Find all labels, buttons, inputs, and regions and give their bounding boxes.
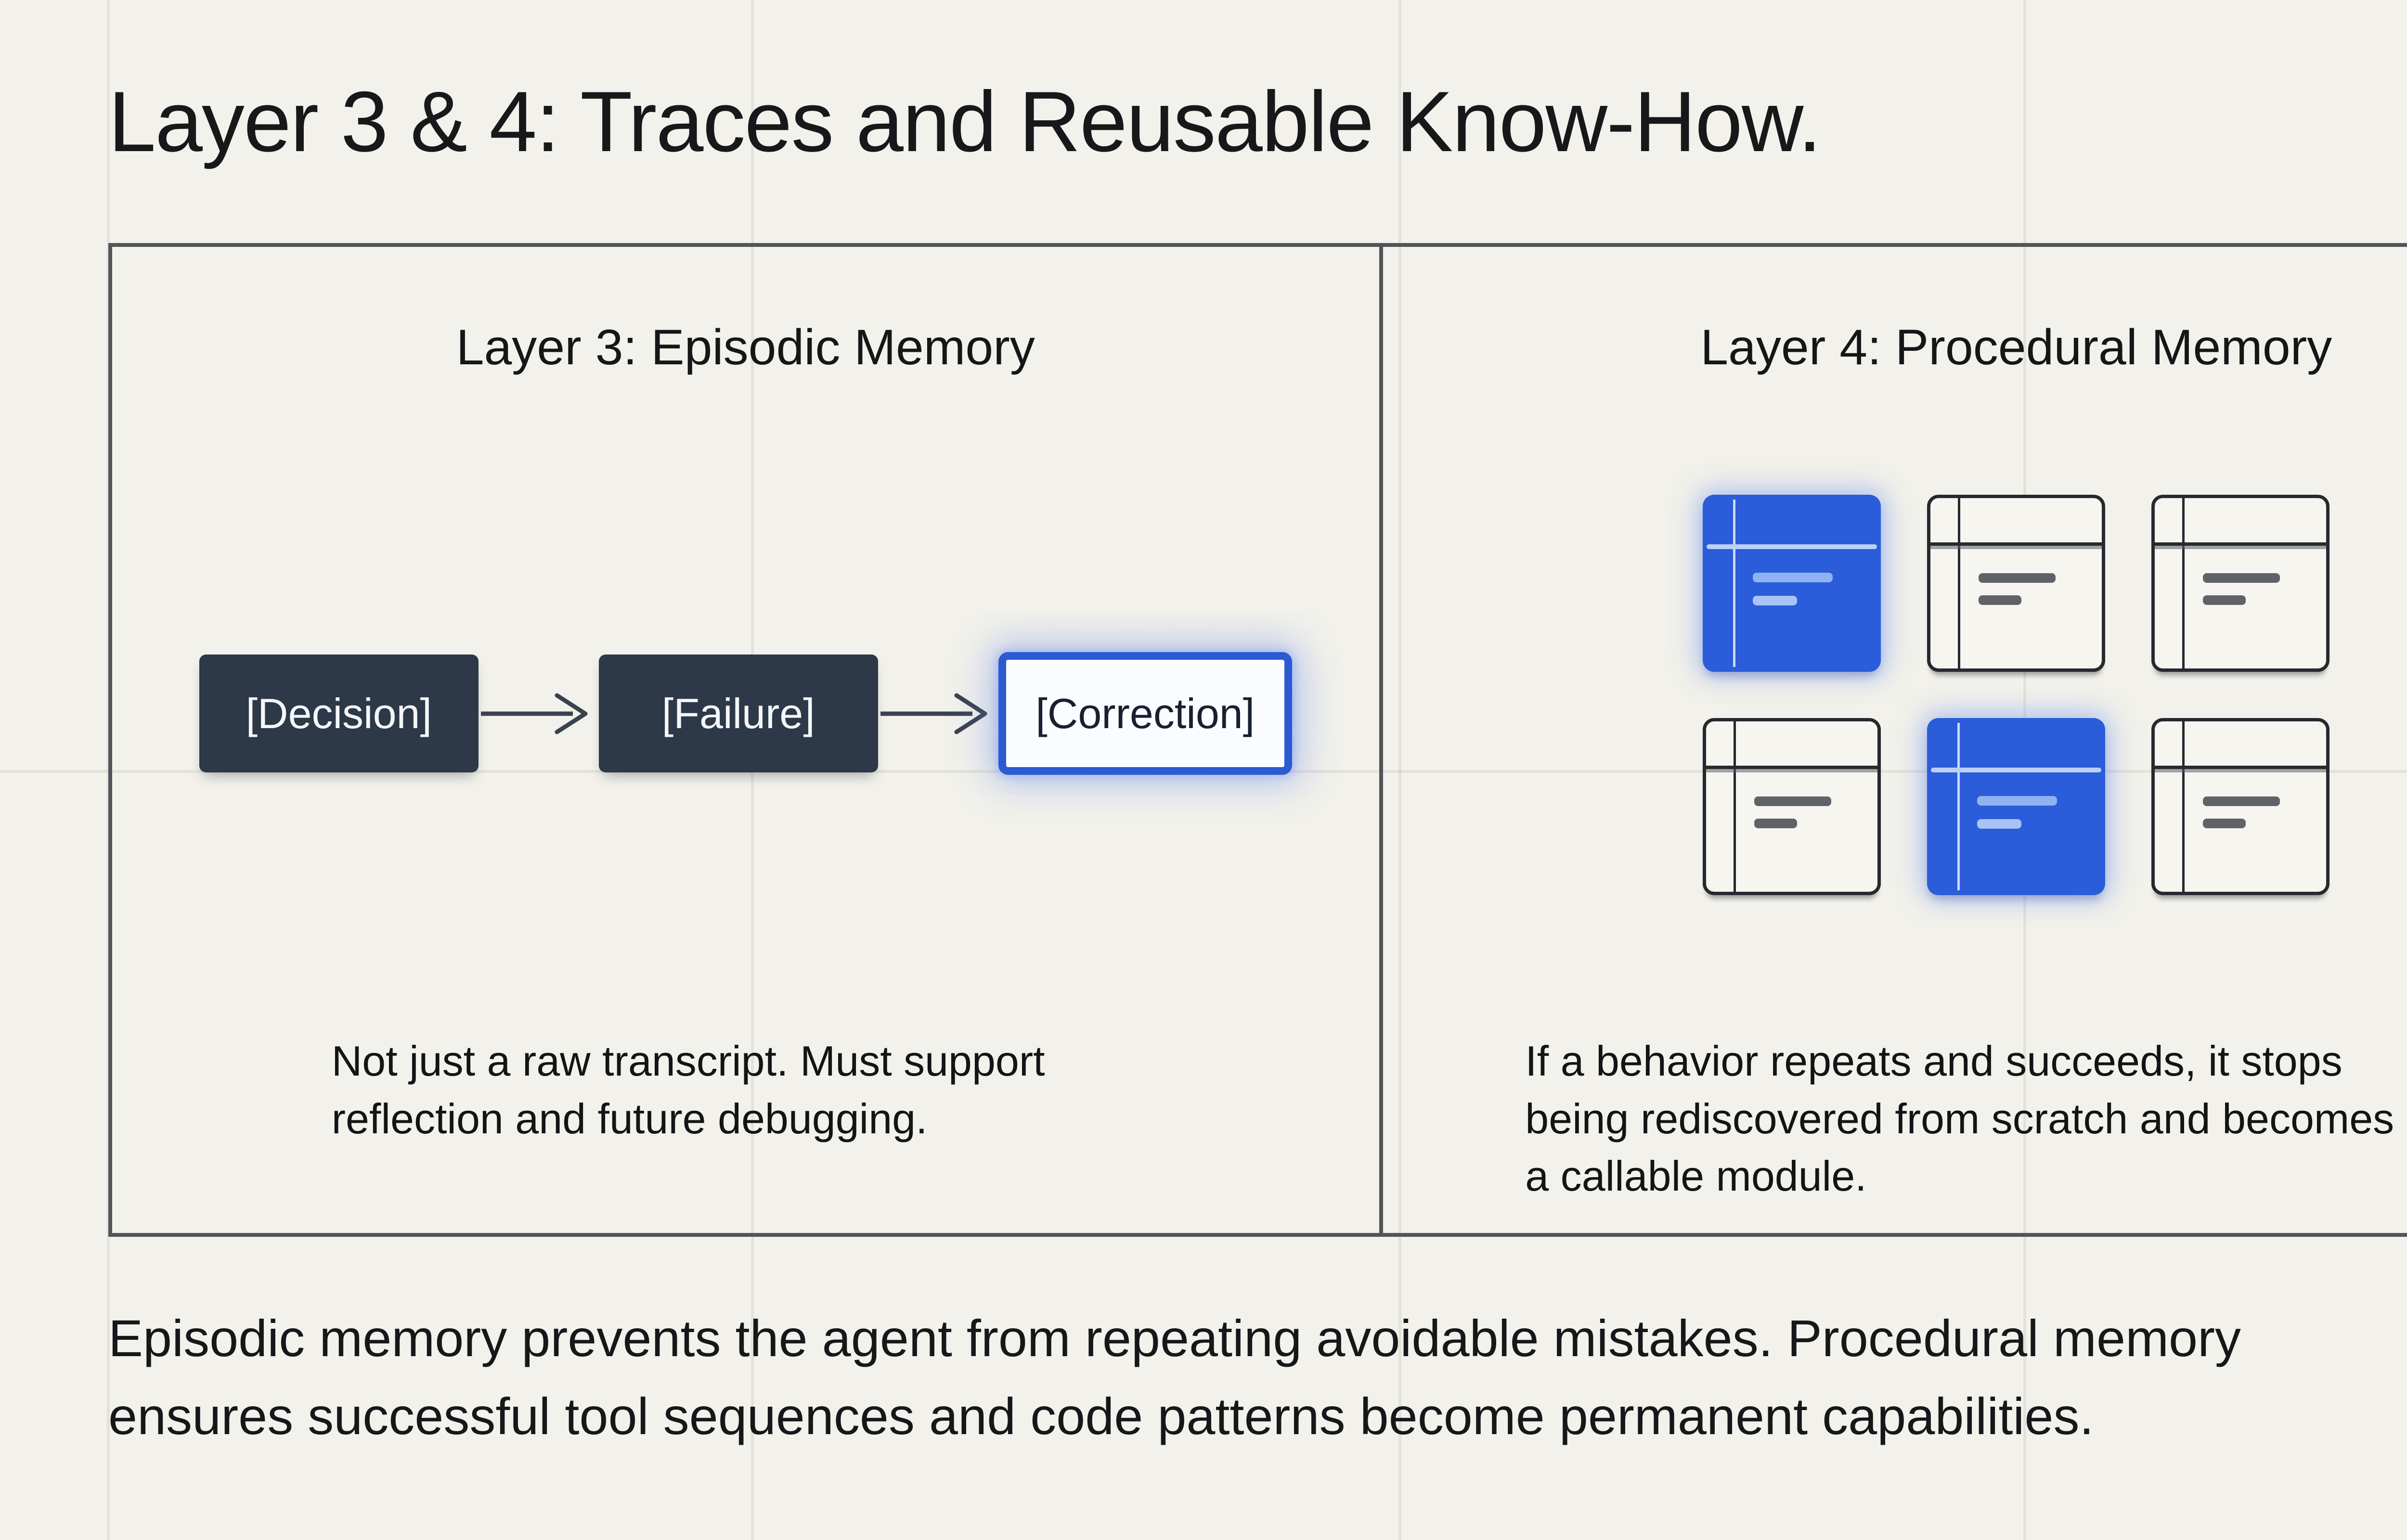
module-card-outline — [2151, 718, 2330, 895]
card-column-divider — [1734, 721, 1736, 892]
card-text-bar-long — [1754, 796, 1832, 806]
module-card-outline — [1927, 495, 2106, 672]
card-text-bar-short — [1752, 595, 1798, 605]
card-column-divider — [2182, 498, 2185, 668]
page-title: Layer 3 & 4: Traces and Reusable Know-Ho… — [108, 74, 1822, 169]
module-card-blue — [1927, 718, 2106, 895]
procedural-caption: If a behavior repeats and succeeds, it s… — [1525, 1037, 2394, 1200]
flow-node-correction: [Correction] — [998, 652, 1292, 775]
cards-grid — [1703, 495, 2330, 895]
module-card-outline — [1703, 718, 1881, 895]
flow-node-failure: [Failure] — [598, 654, 878, 772]
background-gridline — [1398, 0, 1401, 1540]
module-card-blue — [1703, 495, 1881, 672]
card-text-bar-short — [1978, 595, 2021, 605]
card-text-bar-short — [1754, 818, 1797, 828]
card-text-bar-short — [2202, 595, 2246, 605]
card-header-line — [2155, 766, 2327, 770]
card-text-bar-short — [1977, 819, 2022, 829]
card-header-line — [1707, 544, 1877, 550]
card-text-bar-long — [1977, 796, 2058, 806]
flow-node-decision: [Decision] — [199, 654, 479, 772]
card-header-line — [1931, 768, 2102, 773]
memory-layers-diagram: Layer 3: Episodic Memory [Decision] [Fai… — [108, 243, 2407, 1237]
card-column-divider — [1957, 723, 1960, 890]
card-header-line — [1930, 542, 2102, 546]
arrow-right-icon — [480, 693, 588, 734]
card-column-divider — [1733, 500, 1736, 667]
episodic-panel-title: Layer 3: Episodic Memory — [456, 320, 1035, 375]
procedural-panel-title: Layer 4: Procedural Memory — [1700, 320, 2332, 375]
card-header-line — [1706, 766, 1878, 770]
module-card-outline — [2151, 495, 2330, 672]
card-text-bar-long — [1752, 572, 1833, 582]
card-header-line — [2155, 542, 2327, 546]
card-column-divider — [1958, 498, 1961, 668]
summary-text: Episodic memory prevents the agent from … — [108, 1309, 2241, 1445]
card-column-divider — [2182, 721, 2185, 892]
card-text-bar-long — [2202, 573, 2280, 583]
card-text-bar-long — [2202, 796, 2280, 806]
panel-episodic-memory: Layer 3: Episodic Memory [Decision] [Fai… — [112, 247, 1383, 1233]
card-text-bar-long — [1978, 573, 2056, 583]
episodic-flow: [Decision] [Failure] [Correction] — [112, 652, 1379, 775]
panel-procedural-memory: Layer 4: Procedural Memory If a behavior… — [1383, 247, 2407, 1233]
card-text-bar-short — [2202, 818, 2246, 828]
episodic-caption: Not just a raw transcript. Must support … — [331, 1037, 1045, 1142]
arrow-right-icon — [880, 693, 987, 734]
